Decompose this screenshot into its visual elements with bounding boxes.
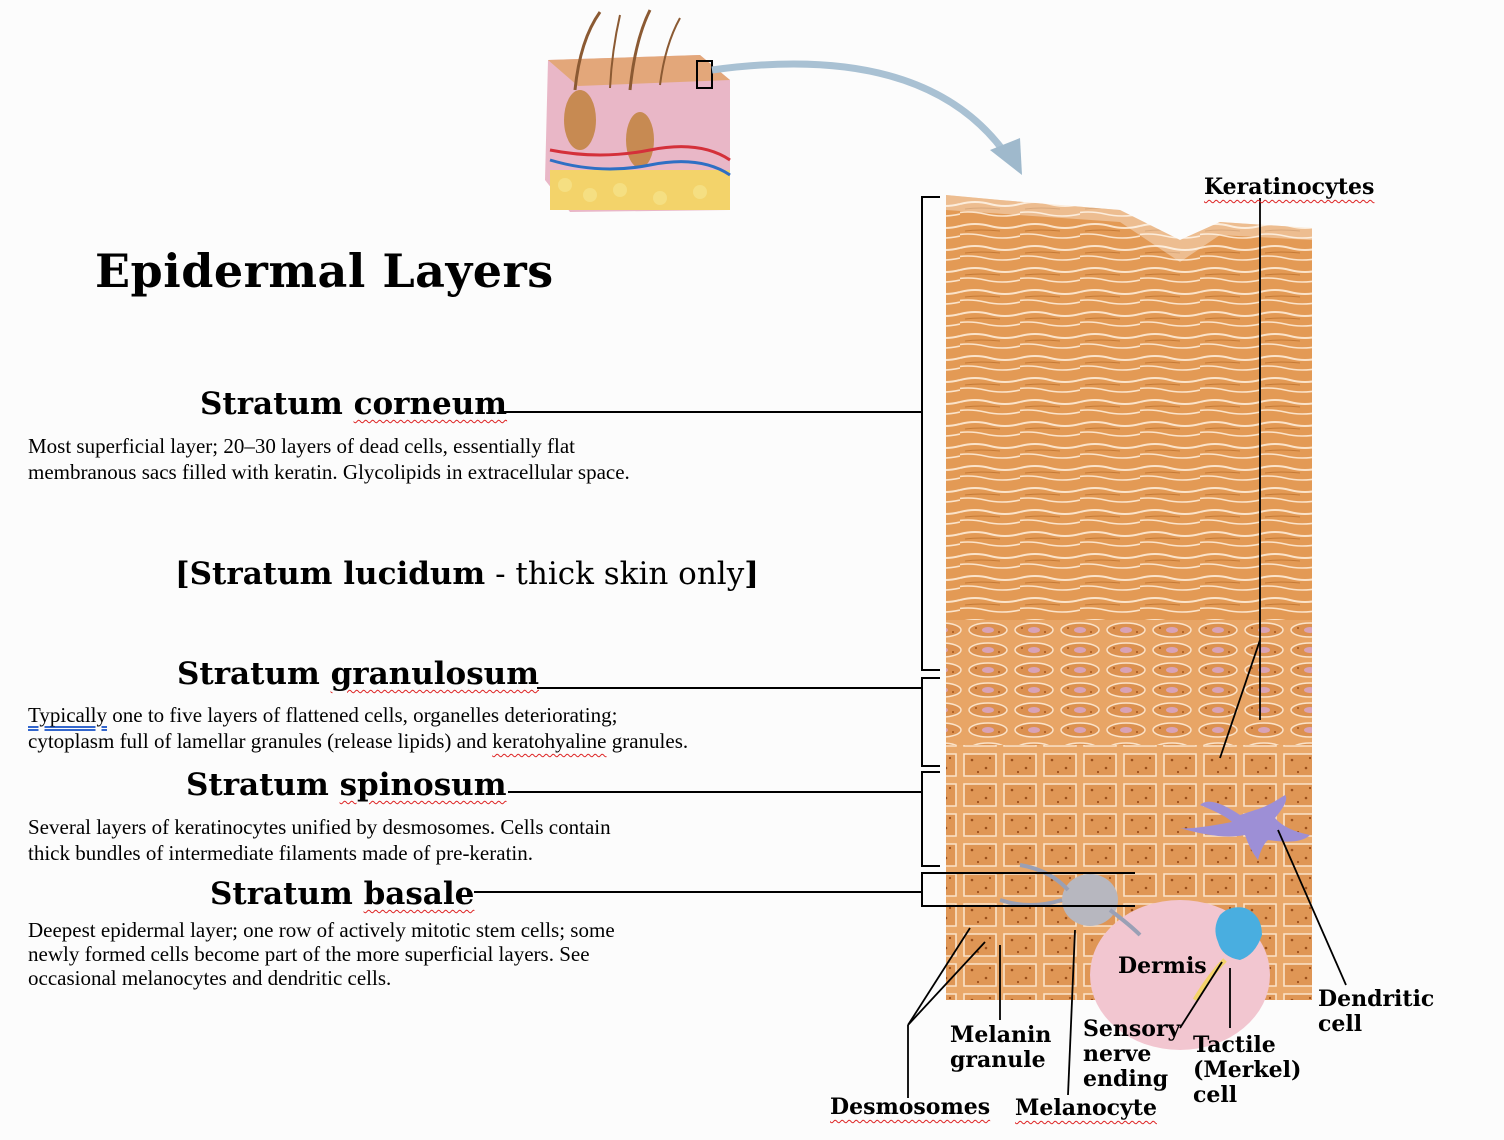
description-marked-word: Typically — [28, 703, 108, 727]
melanin-granule-label: Melanin granule — [950, 1022, 1052, 1073]
layer-name-prefix: Stratum — [200, 386, 354, 422]
page-title: Epidermal Layers — [95, 244, 554, 298]
keratinocytes-label: Keratinocytes — [1204, 174, 1375, 200]
description-marked-word: keratohyaline — [492, 729, 607, 753]
layer-name-prefix: Stratum — [177, 656, 331, 692]
dermis-label: Dermis — [1118, 953, 1207, 979]
description-end: granules. — [606, 729, 689, 753]
stratum-basale-heading: Stratum basale — [210, 876, 474, 912]
stratum-lucidum-note: [Stratum lucidum - thick skin only] — [175, 556, 759, 592]
stratum-corneum-description: Most superficial layer; 20–30 layers of … — [28, 434, 630, 484]
layer-name-marked: granulosum — [330, 656, 539, 692]
stratum-corneum-heading: Stratum corneum — [200, 386, 507, 422]
layer-name-marked: spinosum — [339, 767, 507, 803]
epidermis-column — [946, 195, 1312, 1050]
zoom-arrow — [711, 60, 1022, 175]
dendritic-cell-label: Dendritic cell — [1318, 986, 1435, 1037]
lucidum-bold-text: Stratum lucidum — [189, 556, 486, 592]
skin-block-thumbnail — [545, 9, 731, 212]
stratum-basale-description: Deepest epidermal layer; one row of acti… — [28, 918, 615, 990]
tactile-merkel-cell-label: Tactile (Merkel) cell — [1193, 1032, 1302, 1108]
stratum-spinosum-description: Several layers of keratinocytes unified … — [28, 815, 611, 865]
layer-name-prefix: Stratum — [186, 767, 340, 803]
bracket-close: ] — [744, 556, 759, 592]
label-leader-lines — [907, 198, 1347, 1098]
description-text: one to five layers of flattened cells, o… — [28, 703, 618, 753]
layer-leader-lines — [474, 411, 922, 893]
stratum-granulosum-heading: Stratum granulosum — [177, 656, 539, 692]
melanocyte-label: Melanocyte — [1015, 1095, 1157, 1121]
sensory-nerve-ending-label: Sensory nerve ending — [1083, 1016, 1181, 1092]
layer-name-marked: basale — [363, 876, 475, 912]
bracket-open: [ — [175, 556, 190, 592]
lucidum-rest-text: - thick skin only — [485, 556, 745, 592]
layer-name-prefix: Stratum — [210, 876, 364, 912]
stratum-spinosum-heading: Stratum spinosum — [186, 767, 507, 803]
desmosomes-label: Desmosomes — [830, 1094, 991, 1120]
layer-name-marked: corneum — [353, 386, 508, 422]
stratum-granulosum-description: Typically one to five layers of flattene… — [28, 702, 688, 754]
layer-brackets — [921, 196, 1135, 907]
